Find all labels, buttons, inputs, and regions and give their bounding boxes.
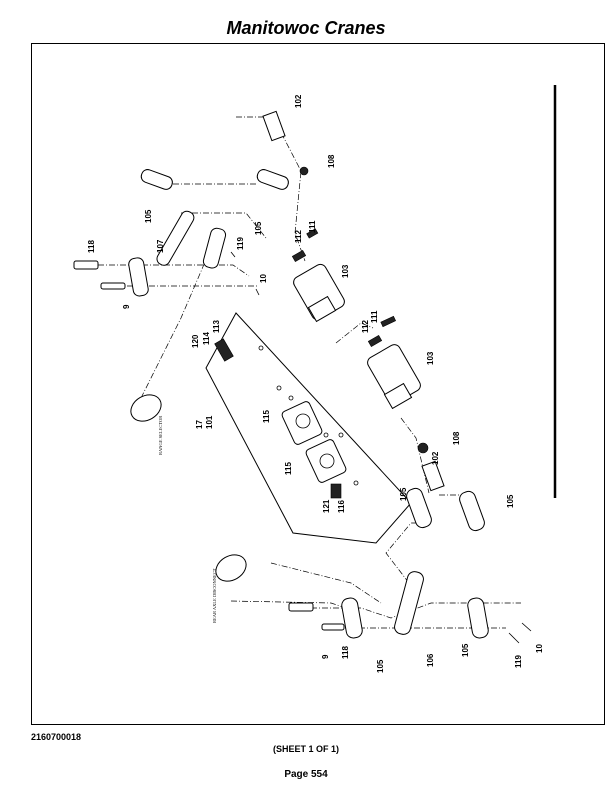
bolt-118-top bbox=[73, 260, 99, 270]
callout-label: 17 bbox=[195, 420, 204, 429]
sheet-indicator: (SHEET 1 OF 1) bbox=[272, 744, 339, 754]
callout-label: 105 bbox=[254, 221, 263, 235]
page-title: Manitowoc Cranes bbox=[226, 18, 386, 38]
callout-label: 118 bbox=[341, 646, 350, 659]
pin-9-top bbox=[100, 282, 126, 290]
callout-label: 119 bbox=[236, 237, 245, 250]
callout-label: 119 bbox=[514, 655, 523, 668]
rear-axle-knob bbox=[215, 554, 247, 582]
callout-label: 111 bbox=[370, 310, 379, 323]
callout-label: 9 bbox=[122, 304, 131, 309]
bracket-102-top bbox=[262, 110, 286, 142]
bolt-118-lower bbox=[288, 602, 314, 612]
link-105-a bbox=[140, 169, 173, 190]
valve-103-upper-base bbox=[307, 295, 337, 323]
center-line bbox=[98, 264, 250, 277]
callout-label: 111 bbox=[308, 220, 317, 233]
link-105-e bbox=[406, 487, 432, 529]
switch-115-b-knob bbox=[319, 453, 335, 469]
callout-label: 102 bbox=[431, 451, 440, 465]
callout-label: 10 bbox=[535, 644, 544, 653]
page-number: Page 554 bbox=[284, 769, 328, 780]
callout-label: 120 bbox=[191, 334, 200, 348]
callout-label: 105 bbox=[399, 487, 408, 501]
nut-108-lower bbox=[417, 442, 429, 454]
center-line bbox=[140, 247, 212, 399]
callout-label: 108 bbox=[452, 431, 461, 445]
plate-hole bbox=[258, 345, 264, 351]
pin-119-lower bbox=[508, 632, 520, 644]
link-105-c bbox=[202, 227, 227, 269]
center-line bbox=[270, 562, 382, 604]
callout-label: 115 bbox=[284, 462, 293, 475]
callout-label: 112 bbox=[361, 320, 370, 333]
bracket-102-lower bbox=[421, 460, 445, 492]
callout-label: 102 bbox=[294, 94, 303, 108]
link-105-g bbox=[341, 597, 363, 639]
pin-119-top bbox=[230, 251, 236, 258]
switch-115-b bbox=[305, 439, 347, 483]
range-selector-knob bbox=[130, 394, 162, 422]
callout-label: 116 bbox=[337, 500, 346, 513]
callout-label: 103 bbox=[426, 351, 435, 365]
callout-label: 105 bbox=[461, 643, 470, 657]
callout-label: 112 bbox=[294, 230, 303, 243]
link-105-d bbox=[128, 257, 149, 297]
callout-label: 121 bbox=[322, 499, 331, 513]
plate-hole bbox=[288, 395, 294, 401]
callout-label: 114 bbox=[202, 332, 211, 345]
callout-label: 105 bbox=[506, 494, 515, 508]
switch-115-a-knob bbox=[295, 413, 311, 429]
fitting-112-lower bbox=[367, 334, 383, 348]
plate-hole bbox=[353, 480, 359, 486]
valve-103-lower-base bbox=[383, 382, 413, 410]
callout-label: 103 bbox=[341, 264, 350, 278]
rear-axle-disconnect-decal: REAR AXLE DISCONNECT bbox=[212, 568, 217, 623]
plate-hole bbox=[276, 385, 282, 391]
callout-label: 105 bbox=[144, 209, 153, 223]
lever-106 bbox=[394, 571, 424, 635]
fitting-113-114-120 bbox=[214, 338, 234, 362]
clip-10-lower bbox=[521, 622, 532, 632]
drawing-number: 2160700018 bbox=[31, 732, 82, 742]
fitting-111-upper bbox=[306, 228, 319, 239]
plate-hole bbox=[323, 432, 329, 438]
callout-label: 107 bbox=[156, 239, 165, 253]
center-line bbox=[400, 417, 430, 494]
center-line bbox=[385, 522, 431, 584]
center-line bbox=[230, 600, 347, 609]
center-line bbox=[236, 116, 306, 262]
callout-label: 10 bbox=[259, 274, 268, 283]
callout-label: 115 bbox=[262, 410, 271, 423]
link-105-f bbox=[459, 490, 485, 532]
range-selector-decal: RANGE SELECTOR bbox=[158, 416, 163, 455]
callout-label: 108 bbox=[327, 154, 336, 168]
drawing-frame bbox=[31, 43, 605, 725]
callout-label: 106 bbox=[426, 653, 435, 667]
callout-label: 118 bbox=[87, 240, 96, 253]
pin-9-lower bbox=[321, 623, 345, 631]
clip-10-top bbox=[255, 288, 260, 296]
link-105-b bbox=[256, 169, 289, 190]
callout-label: 101 bbox=[205, 415, 214, 429]
callout-label: 105 bbox=[376, 659, 385, 673]
callout-label: 9 bbox=[321, 654, 330, 659]
exploded-parts-diagram: RANGE SELECTOR REAR AXLE DISCONNECT 102 … bbox=[31, 43, 605, 725]
callout-label: 113 bbox=[212, 320, 221, 333]
switch-115-a bbox=[281, 401, 323, 445]
link-105-h bbox=[467, 597, 489, 639]
lever-107 bbox=[156, 210, 195, 266]
nut-108-top bbox=[299, 166, 309, 176]
fitting-121-116 bbox=[330, 483, 342, 499]
plate-hole bbox=[338, 432, 344, 438]
fitting-111-lower bbox=[380, 315, 397, 328]
fitting-112-upper bbox=[291, 249, 307, 263]
